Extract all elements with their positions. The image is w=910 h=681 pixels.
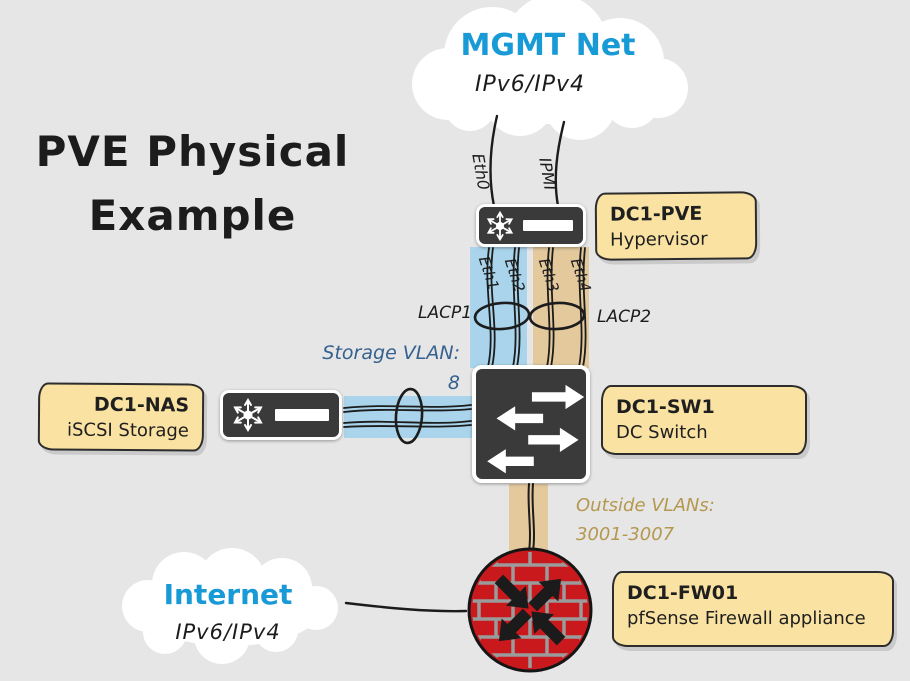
- page-title-line2: Example: [88, 191, 297, 240]
- switch-note: DC1-SW1 DC Switch: [601, 385, 807, 455]
- internet-cloud-shape: [122, 548, 338, 664]
- switch-note-title: DC1-SW1: [616, 396, 715, 418]
- internet-cloud-subtitle: IPv6/IPv4: [175, 620, 281, 644]
- mgmt-cloud-shape: [412, 0, 688, 140]
- switch-device: [472, 365, 590, 483]
- lacp1-ring: [473, 301, 531, 331]
- hypervisor-note-title: DC1-PVE: [609, 202, 703, 226]
- nas-note-subtitle: iSCSI Storage: [66, 419, 189, 442]
- lacp1-label: LACP1: [418, 303, 473, 323]
- lacp2-label: LACP2: [597, 307, 652, 327]
- firewall-note: DC1-FW01 pfSense Firewall appliance: [612, 571, 894, 647]
- firewall-note-subtitle: pfSense Firewall appliance: [627, 608, 866, 629]
- ipmi-wire: [554, 120, 566, 208]
- eth0-wire: [489, 114, 499, 208]
- device-slot-bar: [275, 409, 329, 421]
- storage-vlan-text: Storage VLAN:: [322, 342, 460, 364]
- outside-vlans-value: 3001-3007: [576, 523, 675, 545]
- nas-link-ring: [394, 387, 424, 445]
- lacp2-ring: [528, 301, 586, 331]
- storage-vlan-label: Storage VLAN: 8: [290, 338, 460, 399]
- hypervisor-device: [476, 204, 586, 247]
- page-title-line1: PVE Physical: [35, 127, 350, 176]
- device-slot-bar: [523, 220, 573, 231]
- nas-device: [220, 390, 342, 440]
- mgmt-cloud-subtitle: IPv6/IPv4: [475, 72, 585, 97]
- internet-link-wire: [344, 601, 468, 613]
- nas-storage-link-band: [344, 396, 472, 438]
- nas-note-title: DC1-NAS: [93, 393, 190, 417]
- switch-note-subtitle: DC Switch: [616, 422, 708, 443]
- server-icon: [233, 398, 263, 432]
- server-icon: [486, 210, 514, 241]
- nas-link-wires: [343, 404, 472, 428]
- outside-vlans-label: Outside VLANs: 3001-3007: [576, 492, 715, 550]
- firewall-note-title: DC1-FW01: [627, 582, 739, 604]
- firewall-icon: [467, 547, 593, 673]
- hypervisor-note-subtitle: Hypervisor: [610, 228, 708, 251]
- internet-cloud-title: Internet: [163, 578, 293, 611]
- outside-vlans-text: Outside VLANs:: [576, 495, 715, 516]
- lacp1-wires: [486, 247, 521, 368]
- page-title: PVE Physical Example: [0, 120, 385, 248]
- hypervisor-note: DC1-PVE Hypervisor: [594, 191, 758, 261]
- mgmt-cloud-title: MGMT Net: [460, 28, 636, 63]
- firewall-link-wire: [527, 483, 535, 552]
- storage-vlan-value: 8: [447, 372, 460, 395]
- firewall-arrows: [494, 574, 566, 646]
- switch-arrows-icon: [487, 384, 585, 474]
- nas-note: DC1-NAS iSCSI Storage: [37, 382, 205, 452]
